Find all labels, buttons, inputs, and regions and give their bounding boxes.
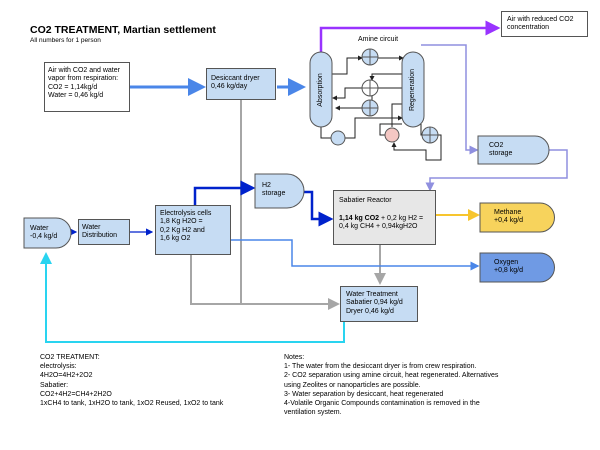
- water-treatment-text: Water Treatment Sabatier 0,94 kg/d Dryer…: [346, 291, 403, 315]
- co2-treatment-notes: CO2 TREATMENT: electrolysis: 4H2O=4H2+2O…: [40, 354, 224, 408]
- sabatier-equation: 1,14 kg CO2 + 0,2 kg H2 =: [339, 215, 423, 223]
- sabatier-title: Sabatier Reactor: [339, 197, 392, 204]
- h2-storage-tank: [254, 173, 305, 209]
- co2-storage-label: CO2 storage: [489, 142, 513, 158]
- absorption-label: Absorption: [316, 73, 324, 107]
- regeneration-label: Regeneration: [408, 68, 416, 112]
- water-distribution-text: Water Distribution: [82, 224, 118, 240]
- heat-exchanger-icon: [361, 48, 379, 66]
- electrolysis-text: Electrolysis cells 1,8 Kg H2O = 0,2 Kg H…: [160, 210, 212, 243]
- regeneration-column: [401, 51, 425, 128]
- sabatier-co2-amount: 1,14 kg CO2: [339, 215, 380, 222]
- electrolysis-to-h2-arrow: [193, 180, 256, 205]
- amine-circuit-label: Amine circuit: [358, 36, 399, 43]
- heater-icon: [421, 126, 439, 144]
- notes: Notes: 1- The water from the desiccant d…: [284, 354, 499, 417]
- desiccant-dryer-box: Desiccant dryer 0,46 kg/day: [206, 68, 276, 100]
- treatment-to-water-arrow: [40, 252, 345, 343]
- h2-to-sabatier-arrow: [299, 190, 334, 227]
- water-distribution-box: Water Distribution: [78, 219, 130, 245]
- reduced-air-arrow: [319, 20, 501, 54]
- page-title: CO2 TREATMENT, Martian settlement: [30, 24, 216, 36]
- methane-tank: [479, 202, 555, 233]
- methane-label: Methane +0,4 kg/d: [494, 209, 523, 225]
- sabatier-reactor-box: Sabatier Reactor 1,14 kg CO2 + 0,2 kg H2…: [333, 190, 436, 245]
- h2-storage-label: H2 storage: [262, 182, 286, 198]
- electrolysis-to-treatment-arrow: [190, 254, 240, 305]
- electrolysis-box: Electrolysis cells 1,8 Kg H2O = 0,2 Kg H…: [155, 205, 231, 255]
- air-input-box: Air with CO2 and water vapor from respir…: [44, 62, 130, 112]
- heat-exchanger-icon: [361, 79, 379, 97]
- heat-exchanger-icon: [361, 99, 379, 117]
- water-treatment-box: Water Treatment Sabatier 0,94 kg/d Dryer…: [340, 286, 418, 322]
- pump-icon: [384, 127, 400, 143]
- absorption-column: [309, 51, 333, 128]
- air-input-text: Air with CO2 and water vapor from respir…: [48, 67, 120, 100]
- oxygen-tank: [479, 252, 555, 283]
- dryer-to-treatment-arrow: [240, 100, 340, 310]
- water-label: Water -0,4 kg/d: [30, 225, 58, 241]
- regeneration-to-co2-arrow: [421, 44, 479, 155]
- water-tank: [23, 217, 72, 249]
- co2-to-sabatier-arrow: [425, 149, 568, 192]
- co2-storage-tank: [477, 135, 550, 165]
- electrolysis-to-oxygen-arrow: [231, 239, 480, 271]
- pump-icon: [330, 130, 346, 146]
- air-output-text: Air with reduced CO2 concentration: [507, 16, 574, 32]
- air-output-box: Air with reduced CO2 concentration: [501, 11, 588, 37]
- oxygen-label: Oxygen +0,8 kg/d: [494, 259, 523, 275]
- desiccant-dryer-text: Desiccant dryer 0,46 kg/day: [211, 75, 260, 91]
- sabatier-equation-line2: 0,4 kg CH4 + 0,94kgH2O: [339, 223, 418, 230]
- sabatier-equation-rest: + 0,2 kg H2 =: [379, 215, 424, 222]
- page-subtitle: All numbers for 1 person: [30, 37, 101, 44]
